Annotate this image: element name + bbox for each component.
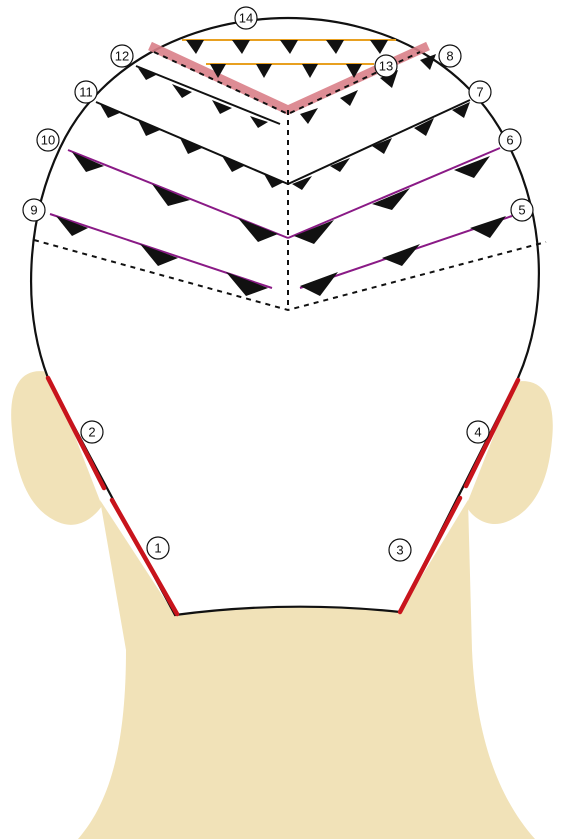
- svg-text:6: 6: [506, 133, 513, 148]
- svg-text:10: 10: [41, 133, 55, 148]
- label-2: 2: [81, 421, 103, 443]
- label-3: 3: [389, 539, 411, 561]
- svg-text:3: 3: [396, 543, 403, 558]
- svg-text:11: 11: [79, 85, 93, 100]
- label-14: 14: [235, 7, 257, 29]
- label-4: 4: [467, 421, 489, 443]
- svg-text:5: 5: [518, 203, 525, 218]
- svg-text:2: 2: [88, 425, 95, 440]
- svg-text:12: 12: [115, 49, 129, 64]
- svg-text:14: 14: [239, 11, 253, 26]
- svg-text:9: 9: [30, 203, 37, 218]
- label-5: 5: [511, 199, 533, 221]
- label-10: 10: [37, 129, 59, 151]
- label-6: 6: [499, 129, 521, 151]
- svg-text:4: 4: [474, 425, 481, 440]
- label-12: 12: [111, 45, 133, 67]
- svg-text:7: 7: [476, 85, 483, 100]
- label-11: 11: [75, 81, 97, 103]
- svg-text:13: 13: [379, 59, 393, 74]
- label-7: 7: [469, 81, 491, 103]
- label-1: 1: [147, 537, 169, 559]
- label-9: 9: [23, 199, 45, 221]
- svg-text:8: 8: [446, 49, 453, 64]
- label-8: 8: [439, 45, 461, 67]
- label-13: 13: [375, 55, 397, 77]
- svg-text:1: 1: [154, 541, 161, 556]
